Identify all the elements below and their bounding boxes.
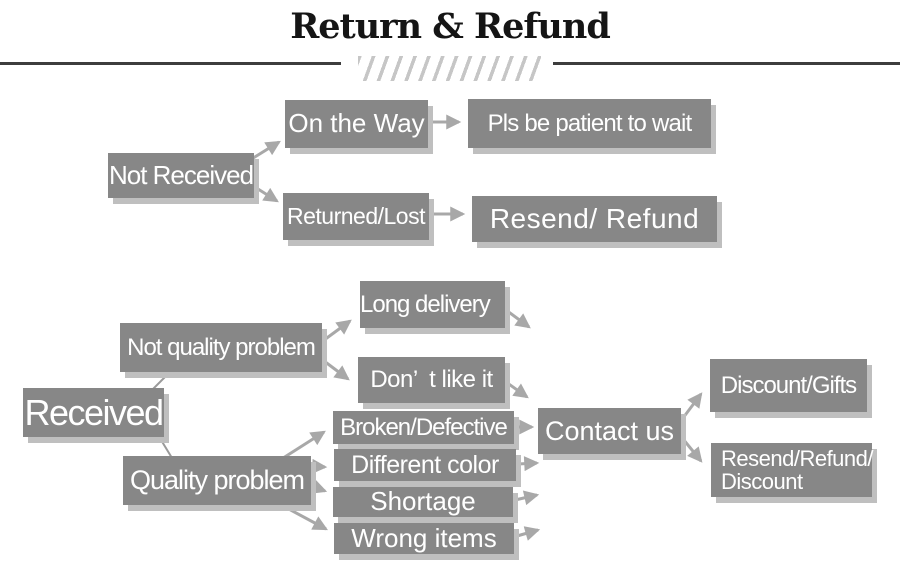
arrow-notreceived-returnedlost <box>249 182 279 203</box>
node-returned-lost: Returned/Lost <box>283 193 429 240</box>
node-resend-refund-discount-line1: Resend/Refund/ <box>721 445 874 471</box>
node-dont-like-it: Don’ t like it <box>358 357 505 403</box>
arrow-shortage-contact <box>514 490 540 506</box>
hatch-decoration <box>358 56 541 81</box>
node-discount-gifts: Discount/Gifts <box>710 359 867 412</box>
arrow-contact-discountgifts <box>681 392 703 419</box>
node-resend-refund: Resend/ Refund <box>472 196 717 242</box>
node-wrong-items: Wrong items <box>334 523 514 554</box>
node-pls-be-patient: Pls be patient to wait <box>468 99 711 148</box>
arrow-wrongitems-contact <box>516 526 541 541</box>
node-broken-defective: Broken/Defective <box>333 411 514 444</box>
arrow-notreceived-ontheway <box>249 140 281 162</box>
arrow-contact-resendrefunddiscount <box>681 438 703 463</box>
arrow-dontlike-contact <box>505 380 529 399</box>
node-different-color: Different color <box>334 449 516 481</box>
arrow-quality-broken <box>279 430 326 462</box>
node-resend-refund-discount-line2: Discount <box>721 469 803 494</box>
node-shortage: Shortage <box>333 487 513 517</box>
arrow-different-contact <box>517 456 540 472</box>
arrow-notquality-dontlike <box>319 356 350 381</box>
node-quality-problem: Quality problem <box>123 456 311 505</box>
arrow-notquality-longdelivery <box>319 319 352 345</box>
title-rule-left <box>0 62 341 65</box>
node-contact-us: Contact us <box>538 408 681 454</box>
node-on-the-way: On the Way <box>285 100 428 148</box>
node-not-quality-problem: Not quality problem <box>120 323 322 372</box>
node-not-received: Not Received <box>108 153 254 198</box>
node-resend-refund-discount: Resend/Refund/ Discount <box>711 443 874 497</box>
node-long-delivery: Long delivery <box>360 281 505 328</box>
connector-received-quality <box>157 434 173 459</box>
node-received: Received <box>23 388 164 437</box>
arrow-longdelivery-out <box>505 308 531 329</box>
page-title: Return & Refund <box>290 6 611 47</box>
title-rule-right <box>553 62 900 65</box>
